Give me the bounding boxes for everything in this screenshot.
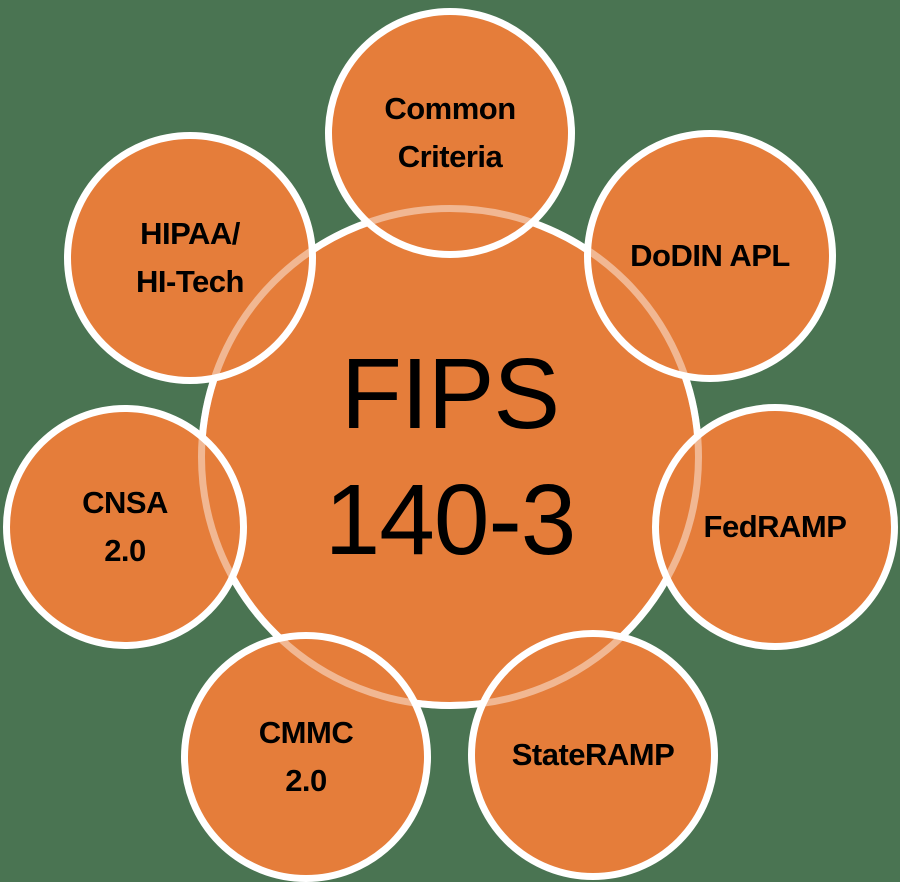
fedramp-label: FedRAMP xyxy=(703,509,847,544)
center-circle-label-line1: FIPS xyxy=(340,338,560,450)
hipaa-hi-tech-label-line2: HI-Tech xyxy=(136,264,244,299)
satellite-circle-dodin-apl: DoDIN APL xyxy=(584,130,836,382)
stateramp-label: StateRAMP xyxy=(511,737,675,772)
satellite-circle-hipaa-hi-tech: HIPAA/ HI-Tech xyxy=(64,132,316,384)
common-criteria-label-line2: Criteria xyxy=(397,139,503,174)
satellite-circle-common-criteria: Common Criteria xyxy=(325,8,575,258)
hipaa-hi-tech-label-line1: HIPAA/ xyxy=(140,216,240,251)
common-criteria-label-line1: Common xyxy=(384,91,516,126)
satellite-circle-cmmc-2-0: CMMC 2.0 xyxy=(181,632,431,882)
satellite-circle-stateramp: StateRAMP xyxy=(468,630,718,880)
satellite-circle-fedramp: FedRAMP xyxy=(652,404,898,650)
center-circle-label-line2: 140-3 xyxy=(324,464,577,576)
dodin-apl-label: DoDIN APL xyxy=(630,238,790,273)
cmmc-label-line2: 2.0 xyxy=(285,763,327,798)
cmmc-label-line1: CMMC xyxy=(258,715,354,750)
cnsa-label-line1: CNSA xyxy=(82,485,168,520)
satellite-circle-cnsa-2-0: CNSA 2.0 xyxy=(3,405,247,649)
cnsa-label-line2: 2.0 xyxy=(104,533,146,568)
